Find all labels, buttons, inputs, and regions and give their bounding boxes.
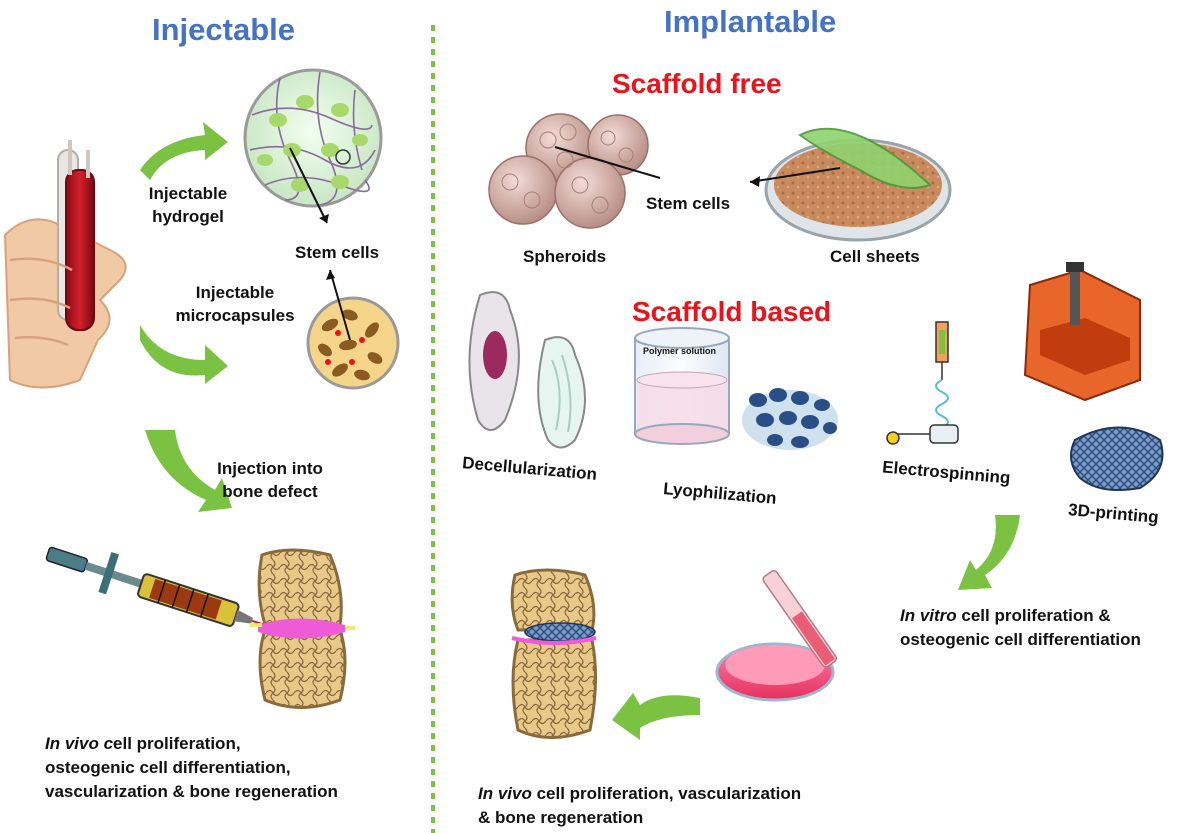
cell-sheet-illustration [749, 127, 952, 242]
outcome-right-line1: cell proliferation, vascularization [531, 784, 802, 803]
3d-printed-mesh [1070, 426, 1164, 491]
stem-cells-label-left: Stem cells [295, 243, 380, 262]
hydrogel-illustration [243, 68, 383, 224]
injection-label: Injection into bone defect [205, 458, 335, 504]
lyophilization-illustration [634, 327, 838, 450]
injectable-outcome-label: In vivo cell proliferation, osteogenic c… [45, 732, 425, 803]
injectable-arrows [140, 122, 232, 512]
outcome-right-line2: & bone regeneration [478, 807, 644, 827]
outcome-left-line2: osteogenic cell differentiation, [45, 757, 291, 777]
in-vitro-italic: In vitro [900, 606, 957, 625]
in-vitro-line2: osteogenic cell differentiation [900, 629, 1141, 649]
implantable-arrows [612, 515, 1020, 740]
scaffold-free-label: Scaffold free [612, 68, 782, 99]
hydrogel-line2: hydrogel [152, 206, 224, 226]
electrospinning-illustration [886, 321, 959, 445]
injectable-header: Injectable [152, 12, 295, 47]
3d-printer-illustration [1023, 262, 1141, 402]
scaffold-based-label: Scaffold based [632, 296, 832, 327]
injection-line2: bone defect [222, 481, 318, 501]
injectable-microcapsules-label: Injectable microcapsules [160, 282, 310, 328]
in-vitro-line1: cell proliferation & [956, 606, 1111, 625]
microcapsules-line1: Injectable [195, 283, 275, 302]
decellularization-illustration [468, 291, 586, 449]
bone-joint-left [250, 548, 355, 709]
spheroids-illustration [488, 113, 661, 229]
bone-joint-right [510, 568, 598, 739]
injectable-hydrogel-label: Injectable hydrogel [128, 183, 248, 229]
polymer-solution-label: Polymer solution [643, 346, 717, 356]
microcapsules-illustration [306, 269, 400, 390]
spheroids-label: Spheroids [523, 247, 607, 266]
in-vitro-label: In vitro cell proliferation & osteogenic… [900, 604, 1195, 652]
injection-line1: Injection into [217, 459, 323, 478]
syringe-illustration [45, 546, 272, 628]
cell-sheets-label: Cell sheets [830, 247, 920, 266]
microcapsules-line2: microcapsules [175, 305, 295, 325]
stem-cells-label-right: Stem cells [646, 194, 731, 213]
cell-culture-dish [715, 570, 838, 702]
outcome-left-line1: ell proliferation, [113, 734, 241, 753]
hydrogel-line1: Injectable [148, 184, 228, 203]
implantable-outcome-label: In vivo cell proliferation, vascularizat… [478, 782, 878, 830]
in-vivo-italic-left: In vivo c [45, 734, 114, 753]
implantable-header: Implantable [664, 4, 837, 39]
in-vivo-italic-right: In vivo [478, 784, 532, 803]
outcome-left-line3: vascularization & bone regeneration [45, 781, 338, 801]
hand-with-test-tube [3, 140, 127, 389]
